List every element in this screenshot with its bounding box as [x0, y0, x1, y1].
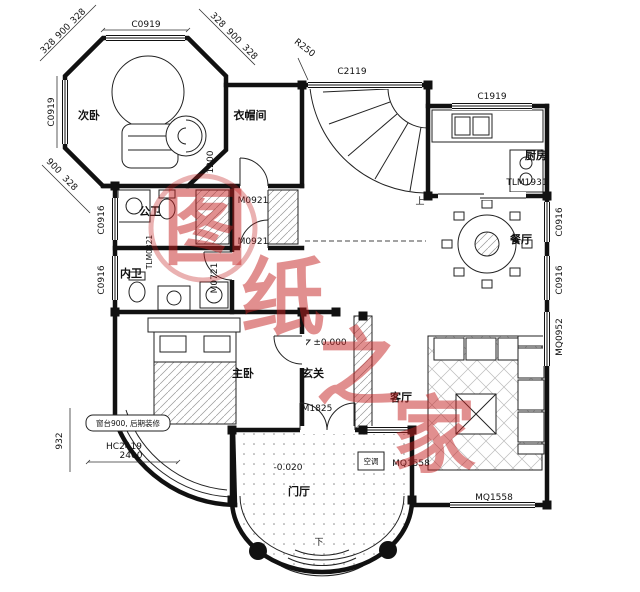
master-bedroom-door [273, 334, 306, 368]
dim-mq1558-a: MQ1558 [392, 459, 430, 469]
dim-mq1558-b: MQ1558 [475, 493, 513, 503]
watermark-char-2: 纸 [241, 249, 325, 347]
dim-m0721: M0721 [210, 263, 220, 294]
room-label-kitchen: 厨房 [525, 148, 547, 162]
dim-m1825: M1825 [302, 404, 333, 414]
room-label-dining: 餐厅 [509, 232, 532, 246]
dim-nw-328a: 328 [39, 37, 58, 56]
dim-sw-900: 900 [44, 157, 63, 176]
dim-ne-328a: 328 [208, 11, 227, 30]
columns-layer [110, 80, 552, 510]
doors-layer [203, 157, 356, 434]
entry-double-door [299, 402, 356, 434]
private-bath-door [203, 251, 236, 281]
round-tub [111, 55, 185, 129]
room-label-public-bath: 公卫 [139, 205, 161, 218]
room-label-foyer: 门厅 [288, 484, 310, 498]
dim-c1919: C1919 [477, 92, 506, 102]
dimension-lines [39, 4, 309, 472]
dim-tlm1931: TLM1931 [505, 178, 547, 188]
stair-down-label: 下 [314, 538, 323, 548]
private-bath-fixtures [128, 271, 229, 311]
master-bed [147, 317, 241, 425]
level-ground: ±0.000 [313, 338, 347, 348]
dim-2400: 2400 [120, 451, 143, 461]
ac-label: 空调 [364, 456, 379, 466]
watermark-ring [148, 173, 258, 283]
dim-c0916-left-b: C0916 [97, 265, 107, 294]
dim-sw-328: 328 [60, 174, 79, 193]
kitchen-counter [431, 109, 544, 193]
room-label-secondary-bedroom: 次卧 [78, 108, 100, 122]
watermark-char-4: 家 [392, 387, 476, 485]
level-foyer: -0.020 [273, 463, 302, 473]
room-label-cloakroom: 衣帽间 [234, 108, 267, 122]
room-label-private-bath: 内卫 [120, 266, 142, 280]
room-label-living: 客厅 [389, 390, 412, 404]
dim-nw-328b: 328 [69, 7, 88, 26]
dim-c0919-top: C0919 [131, 20, 160, 30]
dim-c0916-right-b: C0916 [555, 265, 565, 294]
dim-hc2419: HC2419 [106, 442, 142, 452]
dim-c0916-right-a: C0916 [555, 207, 565, 236]
corridor-door-b [239, 219, 269, 252]
room-label-entry: 玄关 [302, 366, 324, 380]
dim-m0921-b: M0921 [238, 237, 269, 247]
dim-1200: 1200 [206, 150, 216, 173]
dim-r250: R250 [292, 37, 317, 59]
watermark-char-1: 图 [163, 179, 247, 277]
dim-m0921-a: M0921 [238, 196, 269, 206]
dim-c0919-left: C0919 [47, 97, 57, 126]
dim-nw-900: 900 [54, 22, 73, 41]
dim-ne-900: 900 [224, 27, 243, 46]
spiral-stair [309, 87, 429, 194]
dining-table [441, 199, 533, 289]
closet [267, 189, 299, 245]
dim-c2119: C2119 [337, 67, 366, 77]
watermark: 图 纸 之 家 [148, 173, 476, 485]
spiral-table [165, 115, 207, 157]
living-room-set [427, 335, 545, 471]
sill-note: 窗台900, 后期装修 [85, 414, 171, 432]
dim-ne-328b: 328 [240, 43, 259, 62]
stair-up-label: 上 [415, 196, 424, 207]
watermark-char-3: 之 [316, 319, 400, 417]
ac-unit [357, 451, 385, 471]
fixtures-layer [111, 55, 545, 577]
corridor-door-a [239, 157, 269, 190]
dim-932: 932 [55, 432, 65, 449]
dim-c0916-left-a: C0916 [97, 205, 107, 234]
windows-layer [61, 34, 551, 509]
room-label-master-bedroom: 主卧 [232, 366, 254, 380]
public-bath-fixtures [117, 189, 230, 245]
dim-tlm0821: TLM0821 [145, 235, 154, 271]
dim-mq0952: MQ0952 [555, 318, 565, 356]
sill-note-text: 窗台900, 后期装修 [96, 418, 161, 428]
